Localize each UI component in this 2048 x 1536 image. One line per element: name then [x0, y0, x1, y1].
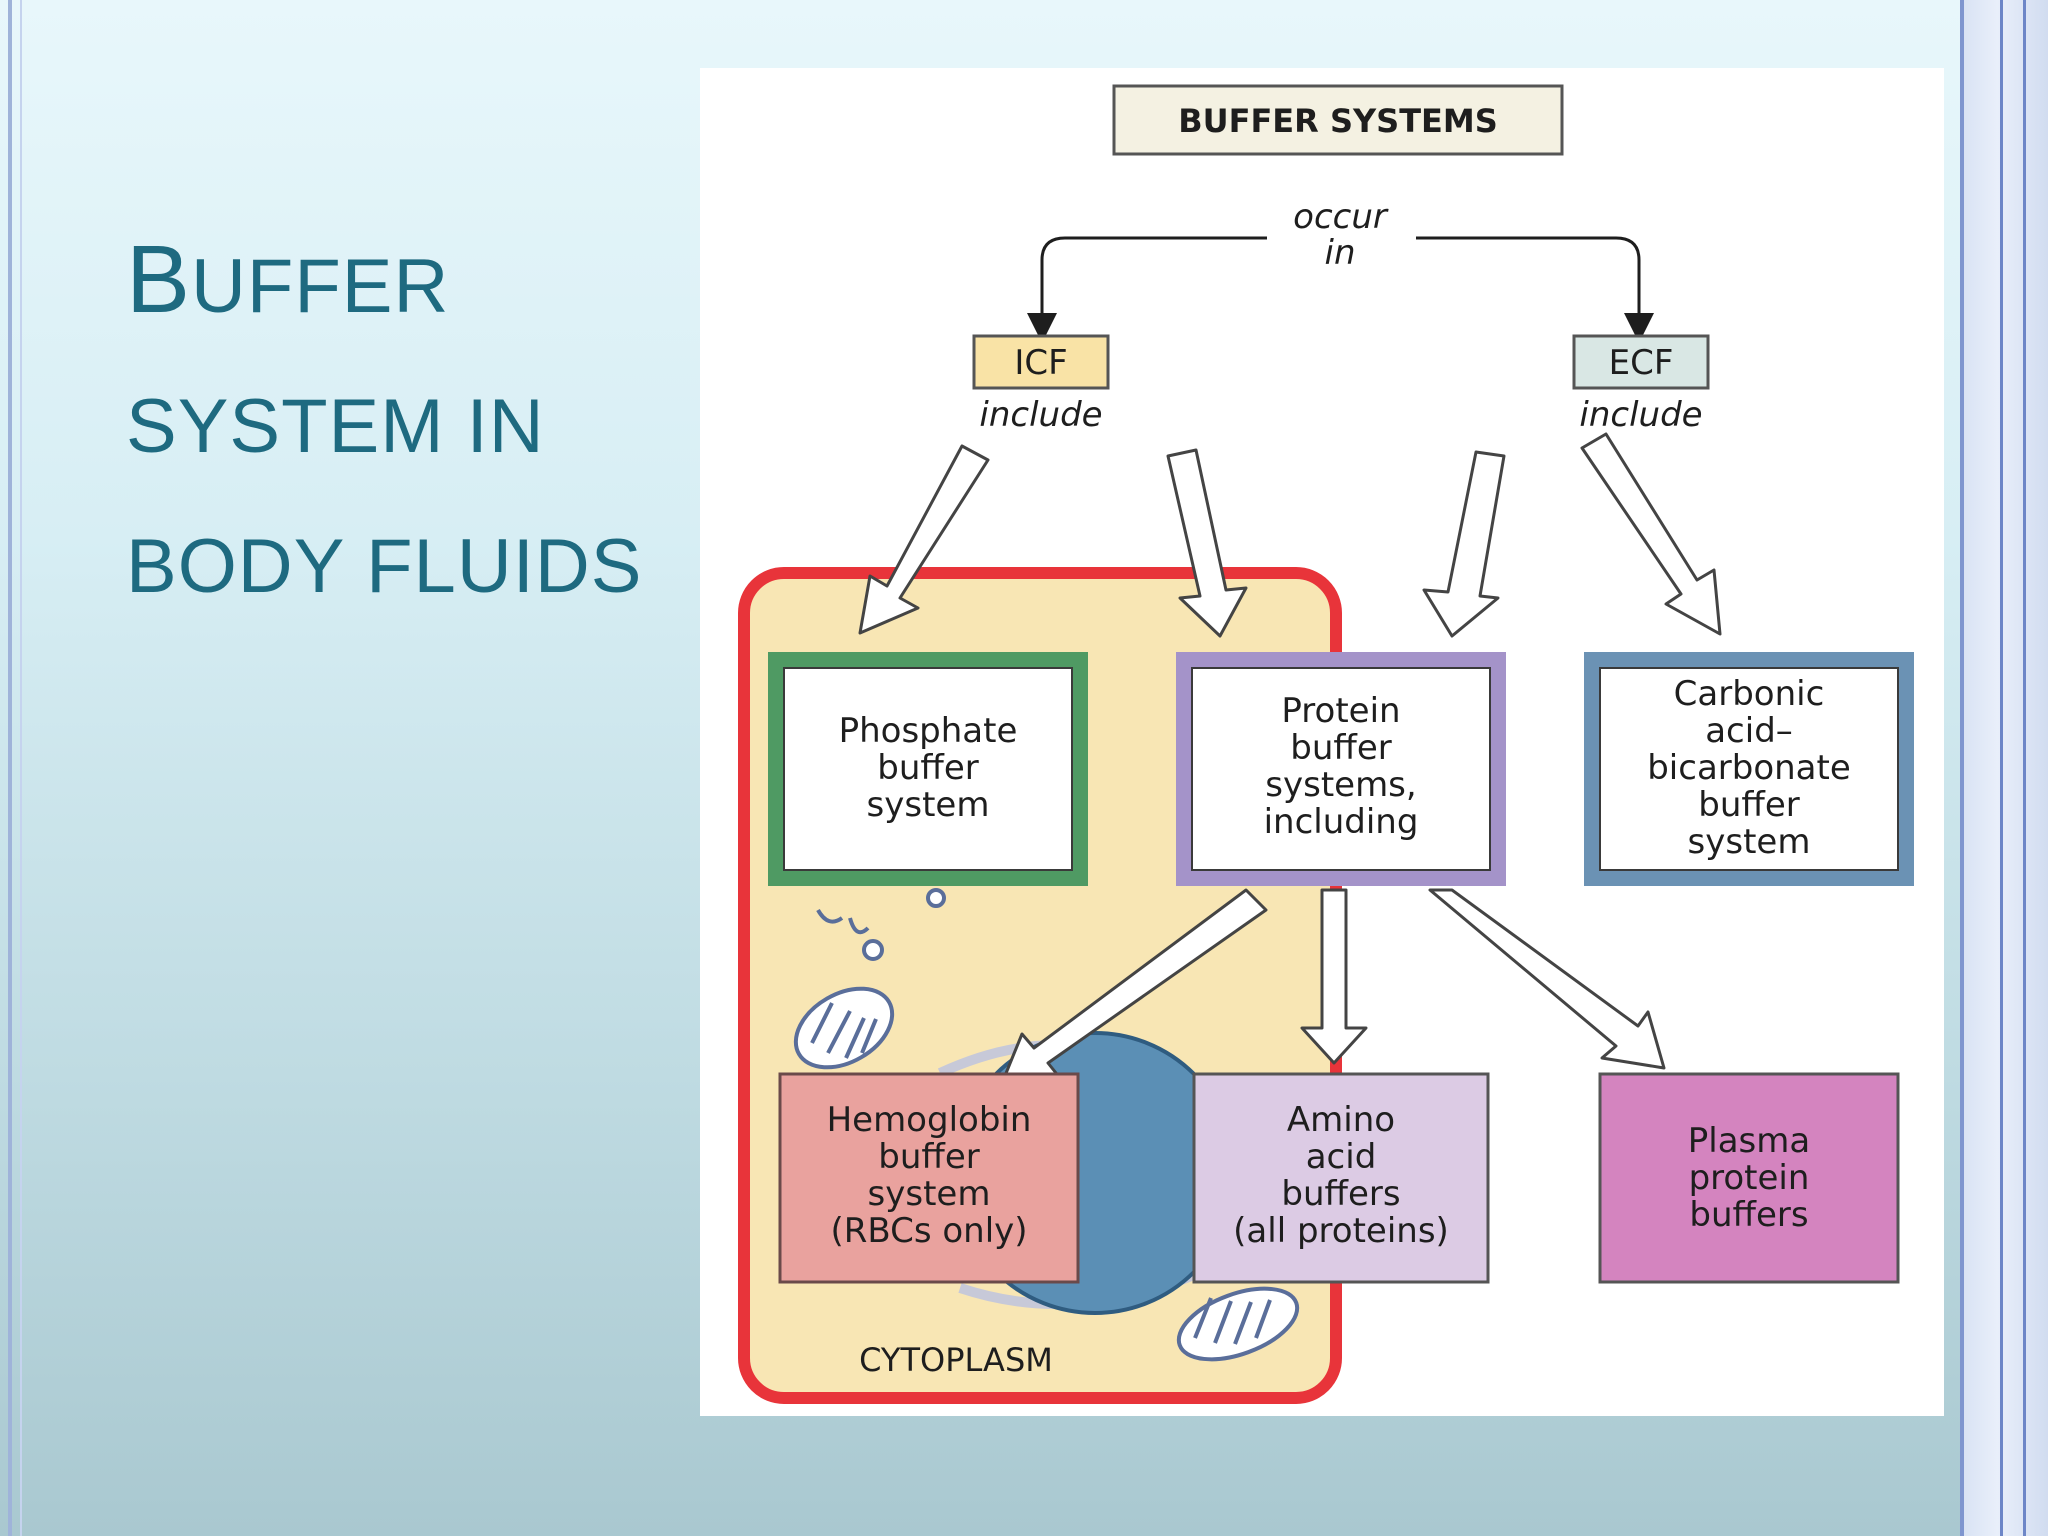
arrow-to-icf — [1027, 236, 1267, 343]
slide-right-border — [1960, 0, 2048, 1536]
phosphate-line2: buffer — [877, 748, 978, 788]
icf-include: include — [979, 395, 1102, 435]
icf-label: ICF — [1014, 343, 1067, 383]
occur-line2: in — [1325, 233, 1356, 273]
ecf-label: ECF — [1609, 343, 1674, 383]
title-line2: SYSTEM IN — [126, 384, 545, 469]
carbonic-line1: Carbonic — [1674, 674, 1825, 714]
occur-line1: occur — [1293, 197, 1389, 237]
diagram-panel: BUFFER SYSTEMS occur in ICF ECF include … — [700, 68, 1944, 1416]
slide-title: BUFFER SYSTEM IN BODY FLUIDS — [126, 210, 706, 637]
carbonic-line5: system — [1688, 822, 1811, 862]
plasma-line2: protein — [1689, 1158, 1810, 1198]
carbonic-line2: acid– — [1705, 711, 1793, 751]
title-line1-rest: UFFER — [191, 244, 450, 329]
slide-left-border — [8, 0, 22, 1536]
plasma-line3: buffers — [1689, 1195, 1808, 1235]
protein-line4: including — [1264, 802, 1419, 842]
carbonic-line4: buffer — [1698, 785, 1799, 825]
carbonic-box-inner — [1599, 667, 1899, 871]
protein-box-inner — [1191, 667, 1491, 871]
icf-box — [972, 334, 1110, 390]
phosphate-box-inner — [783, 667, 1073, 871]
hemoglobin-line3: system — [868, 1174, 991, 1214]
hemoglobin-line2: buffer — [878, 1137, 979, 1177]
hemoglobin-line1: Hemoglobin — [827, 1100, 1032, 1140]
protein-line3: systems, — [1265, 765, 1416, 805]
amino-line1: Amino — [1287, 1100, 1395, 1140]
phosphate-line1: Phosphate — [839, 711, 1018, 751]
arrow-to-ecf — [1416, 236, 1654, 343]
amino-line3: buffers — [1281, 1174, 1400, 1214]
phosphate-line3: system — [867, 785, 990, 825]
protein-line1: Protein — [1281, 691, 1400, 731]
buffer-systems-diagram: BUFFER SYSTEMS occur in ICF ECF include … — [738, 84, 1914, 1404]
plasma-line1: Plasma — [1688, 1121, 1810, 1161]
protein-line2: buffer — [1290, 728, 1391, 768]
amino-line4: (all proteins) — [1233, 1211, 1449, 1251]
hemoglobin-line4: (RBCs only) — [830, 1211, 1027, 1251]
hollow-arrows — [858, 432, 1722, 1090]
heading-box — [1112, 84, 1564, 156]
title-line3: BODY FLUIDS — [126, 524, 643, 609]
carbonic-line3: bicarbonate — [1647, 748, 1851, 788]
heading-text: BUFFER SYSTEMS — [1178, 102, 1498, 140]
amino-line2: acid — [1306, 1137, 1377, 1177]
ecf-include: include — [1579, 395, 1702, 435]
cytoplasm-label: CYTOPLASM — [859, 1341, 1053, 1379]
plasma-box — [1598, 1072, 1900, 1284]
amino-box — [1192, 1072, 1490, 1284]
hemoglobin-box — [778, 1072, 1080, 1284]
ecf-box — [1572, 334, 1710, 390]
title-initial: B — [126, 226, 192, 333]
